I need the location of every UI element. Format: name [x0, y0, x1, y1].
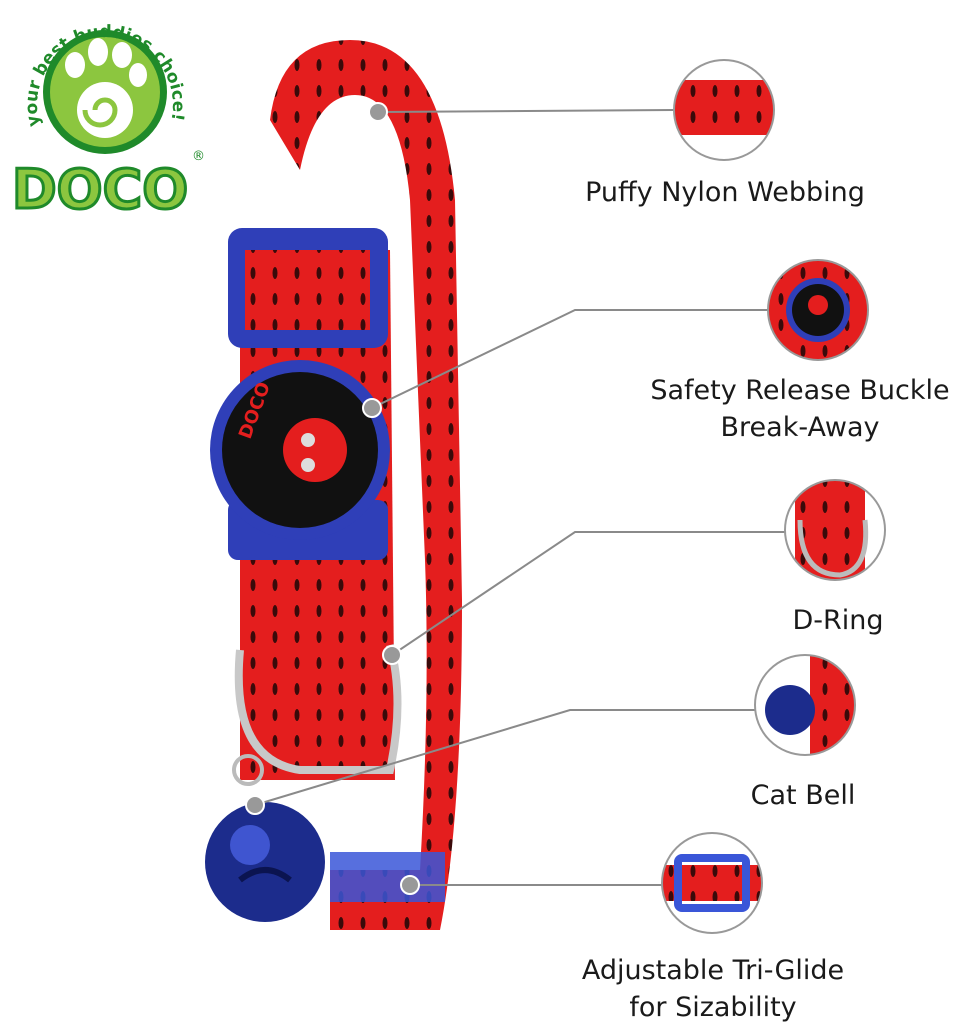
detail-d-ring [784, 479, 886, 581]
doco-logo: your best buddies choice! DOCO ® [10, 22, 205, 223]
detail-tri-glide [661, 832, 763, 934]
label-adjustable-tri-glide: Adjustable Tri-Glide for Sizability [533, 952, 893, 1026]
callout-dots [245, 102, 420, 895]
logo-wordmark: DOCO [12, 158, 188, 221]
d-ring [234, 643, 402, 774]
collar: DOCO [205, 40, 462, 930]
label-line: Break-Away [720, 412, 880, 443]
cat-bell [205, 754, 325, 922]
detail-webbing [673, 59, 775, 161]
detail-bell [754, 654, 856, 756]
label-line: for Sizability [629, 992, 797, 1023]
svg-text:®: ® [192, 149, 205, 164]
label-safety-release-buckle: Safety Release Buckle Break-Away [620, 372, 960, 446]
label-line: Safety Release Buckle [650, 375, 950, 406]
safety-buckle: DOCO [210, 228, 390, 560]
label-line: Adjustable Tri-Glide [581, 955, 845, 986]
label-d-ring: D-Ring [792, 605, 884, 636]
leader-lines [254, 109, 785, 886]
label-puffy-nylon-webbing: Puffy Nylon Webbing [585, 177, 865, 208]
detail-buckle [767, 259, 869, 361]
tri-glide [330, 852, 445, 902]
paw-icon [65, 38, 147, 138]
label-cat-bell: Cat Bell [750, 780, 856, 811]
